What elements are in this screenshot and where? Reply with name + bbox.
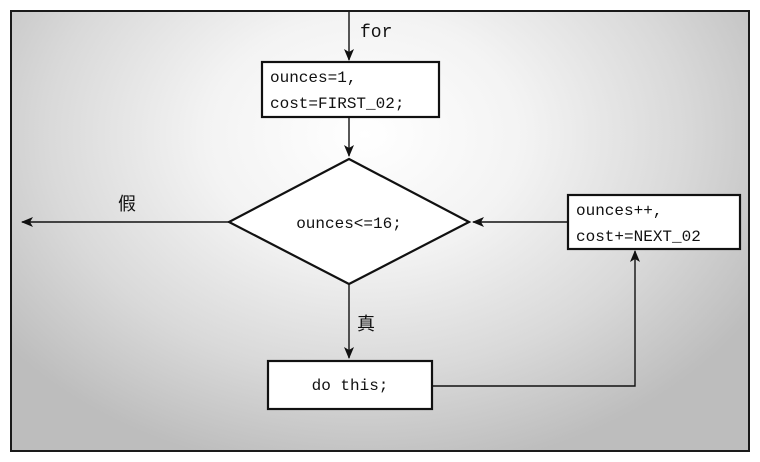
true-label: 真 <box>357 314 375 335</box>
false-label: 假 <box>118 194 136 215</box>
init-box <box>260 60 441 119</box>
condition-text: ounces<=16; <box>296 215 402 233</box>
init-line-2: cost=FIRST_02; <box>270 95 404 113</box>
update-line-1: ounces++, <box>576 202 662 220</box>
update-box <box>566 193 742 251</box>
body-to-update-arrow <box>432 250 640 387</box>
body-box <box>266 359 434 411</box>
update-line-2: cost+=NEXT_02 <box>576 228 701 246</box>
body-text: do this; <box>312 377 389 395</box>
for-keyword: for <box>360 23 392 43</box>
init-line-1: ounces=1, <box>270 69 356 87</box>
